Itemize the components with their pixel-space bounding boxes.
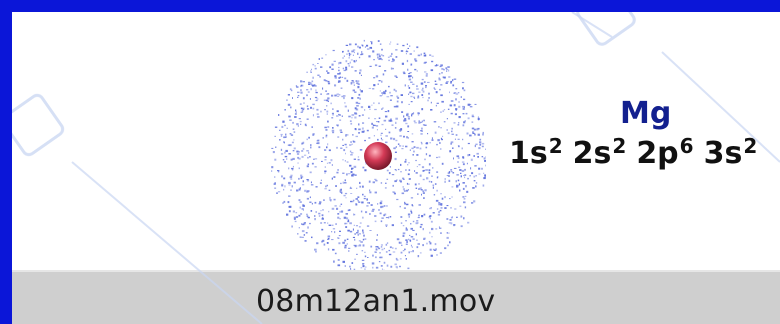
orbital-1s: 1s2 [509,134,563,171]
movie-filename: 08m12an1.mov [256,284,496,319]
orbital-3s: 3s2 [703,134,758,171]
nucleus [364,142,392,170]
electron-cloud [271,39,486,276]
orbital-2p: 2p6 [636,134,694,171]
orbital-2s: 2s2 [572,134,627,171]
electron-dots [271,39,486,276]
status-bar: 08m12an1.mov [12,270,780,324]
element-symbol: Mg [620,96,672,131]
